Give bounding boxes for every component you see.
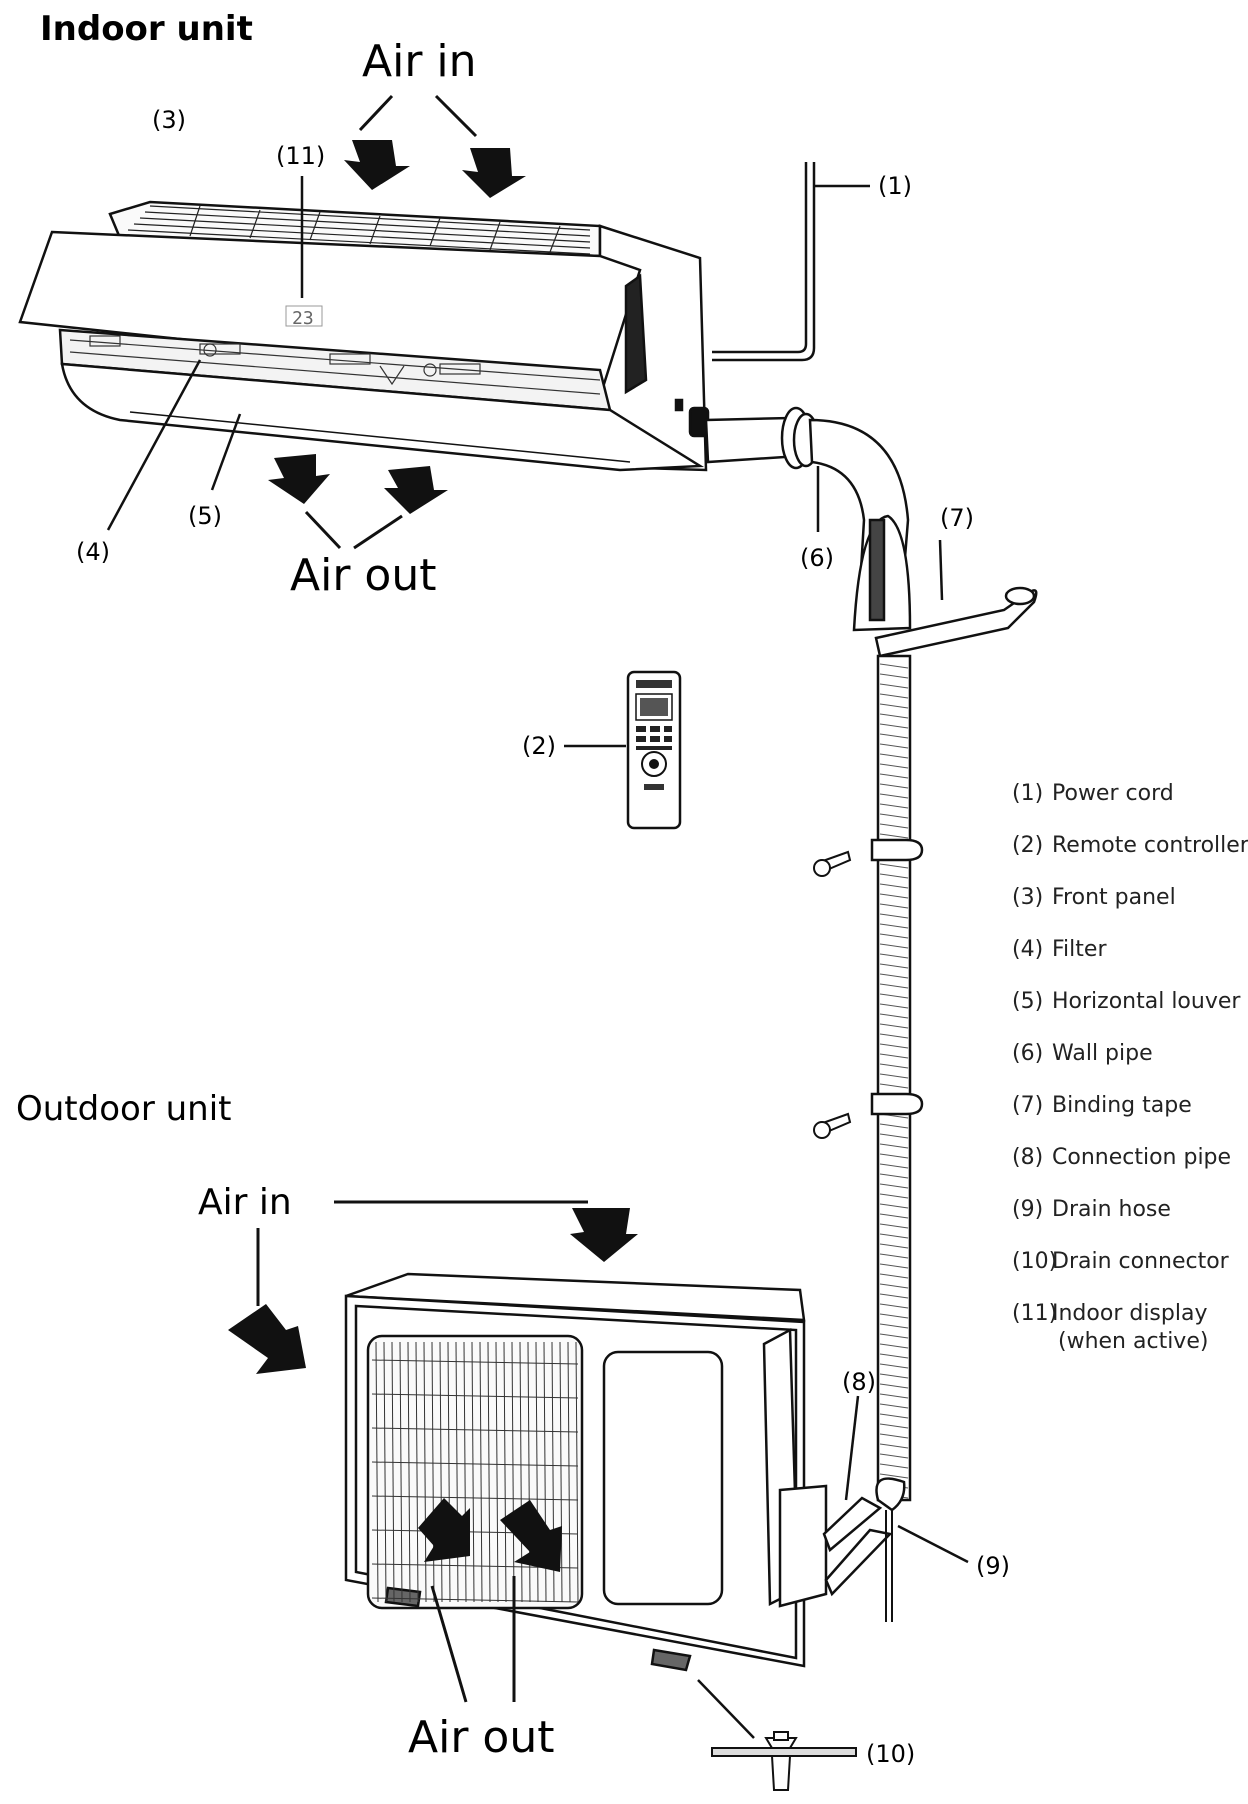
callout-5: (5) (188, 502, 222, 530)
legend-item-number: (9) (1012, 1197, 1043, 1222)
legend-item-number: (3) (1012, 885, 1043, 910)
callout-11: (11) (276, 142, 325, 170)
power-cord (712, 162, 870, 362)
legend-item: (1) Power cord (1012, 781, 1174, 806)
legend-item-number: (2) (1012, 833, 1043, 858)
legend-item-label: Remote controller (1052, 833, 1248, 858)
legend-item-number: (1) (1012, 781, 1043, 806)
legend-item-label: Horizontal louver (1052, 989, 1241, 1014)
legend-item: (6) Wall pipe (1012, 1041, 1153, 1066)
binding-tape (874, 586, 1038, 658)
indoor-unit (18, 200, 710, 472)
drain-connector-leader (697, 1679, 755, 1739)
remote-controller (626, 670, 682, 830)
legend-item-label: Wall pipe (1052, 1041, 1153, 1066)
indoor-air-out-lines (304, 510, 403, 550)
legend-item: (3) Front panel (1012, 885, 1176, 910)
legend-item-number: (8) (1012, 1145, 1043, 1170)
outdoor-air-in-arrow-top (570, 1208, 638, 1262)
outdoor-air-in-label: Air in (198, 1182, 292, 1223)
legend-item: (4) Filter (1012, 937, 1107, 962)
legend-item-label: Front panel (1052, 885, 1176, 910)
legend-item-label: Connection pipe (1052, 1145, 1231, 1170)
callout-4: (4) (76, 538, 110, 566)
outdoor-unit (344, 1272, 828, 1672)
callout-2: (2) (522, 732, 556, 760)
indoor-display: 23 (285, 305, 323, 329)
legend-item-label: Filter (1052, 937, 1107, 962)
legend-item-label: Binding tape (1052, 1093, 1192, 1118)
legend-item-number: (10) (1012, 1249, 1057, 1274)
callout-7: (7) (940, 504, 974, 532)
outdoor-grille (371, 1341, 579, 1603)
indoor-air-out-arrow-left (268, 454, 330, 504)
indoor-air-in-label: Air in (362, 36, 477, 87)
callout-8: (8) (842, 1368, 876, 1396)
callout-3: (3) (152, 106, 186, 134)
outdoor-unit-title: Outdoor unit (16, 1089, 232, 1129)
outdoor-air-in-arrow-left (228, 1304, 306, 1374)
callout-9: (9) (976, 1552, 1010, 1580)
indoor-display-digits: 23 (292, 308, 314, 329)
legend-item-number: (6) (1012, 1041, 1043, 1066)
outdoor-air-out-arrow-right (500, 1500, 562, 1572)
callout-6: (6) (800, 544, 834, 572)
legend-item-number: (7) (1012, 1093, 1043, 1118)
legend-item: (11)Indoor display (when active) (1012, 1301, 1208, 1354)
callout-10: (10) (866, 1740, 915, 1768)
callout-leaders (106, 176, 969, 1564)
indoor-air-in-arrow-left (344, 140, 410, 190)
outdoor-air-out-arrow-left (418, 1498, 470, 1562)
outdoor-air-out-lines (430, 1576, 516, 1703)
legend-item-number: (11) (1012, 1301, 1057, 1326)
indoor-unit-title: Indoor unit (40, 9, 253, 49)
indoor-air-in-arrows (358, 94, 478, 138)
legend: (1) Power cord (2) Remote controller (3) Fron… (1012, 781, 1248, 1354)
pipe-clamp (870, 838, 924, 1116)
connection-pipe-lower (822, 1477, 906, 1597)
legend-item-number: (5) (1012, 989, 1043, 1014)
indoor-air-out-arrow-right (384, 466, 448, 514)
legend-item: (8) Connection pipe (1012, 1145, 1231, 1170)
callout-1: (1) (878, 172, 912, 200)
front-panel (18, 230, 642, 386)
legend-item-label: Indoor display (1052, 1301, 1207, 1326)
legend-item-label: Drain connector (1052, 1249, 1230, 1274)
legend-item: (7) Binding tape (1012, 1093, 1192, 1118)
legend-item: (5) Horizontal louver (1012, 989, 1241, 1014)
horizontal-louver (60, 362, 705, 472)
indoor-air-out-label: Air out (290, 550, 436, 601)
legend-item: (10)Drain connector (1012, 1249, 1230, 1274)
legend-item-label: Drain hose (1052, 1197, 1171, 1222)
legend-item: (2) Remote controller (1012, 833, 1248, 858)
legend-item: (9) Drain hose (1012, 1197, 1171, 1222)
legend-item-label: Power cord (1052, 781, 1174, 806)
outdoor-air-in-lines (256, 1200, 588, 1306)
legend-item-label-continued: (when active) (1058, 1329, 1208, 1354)
legend-item-number: (4) (1012, 937, 1043, 962)
drain-connector (711, 1731, 857, 1791)
outdoor-air-out-label: Air out (408, 1712, 554, 1763)
connection-pipe-upper (808, 418, 912, 632)
wall-pipe (704, 406, 820, 470)
indoor-air-in-arrow-right (462, 148, 526, 198)
pipe-wrap-texture (879, 663, 909, 1499)
screw-icon (813, 850, 852, 1139)
drain-hose (885, 1510, 893, 1622)
